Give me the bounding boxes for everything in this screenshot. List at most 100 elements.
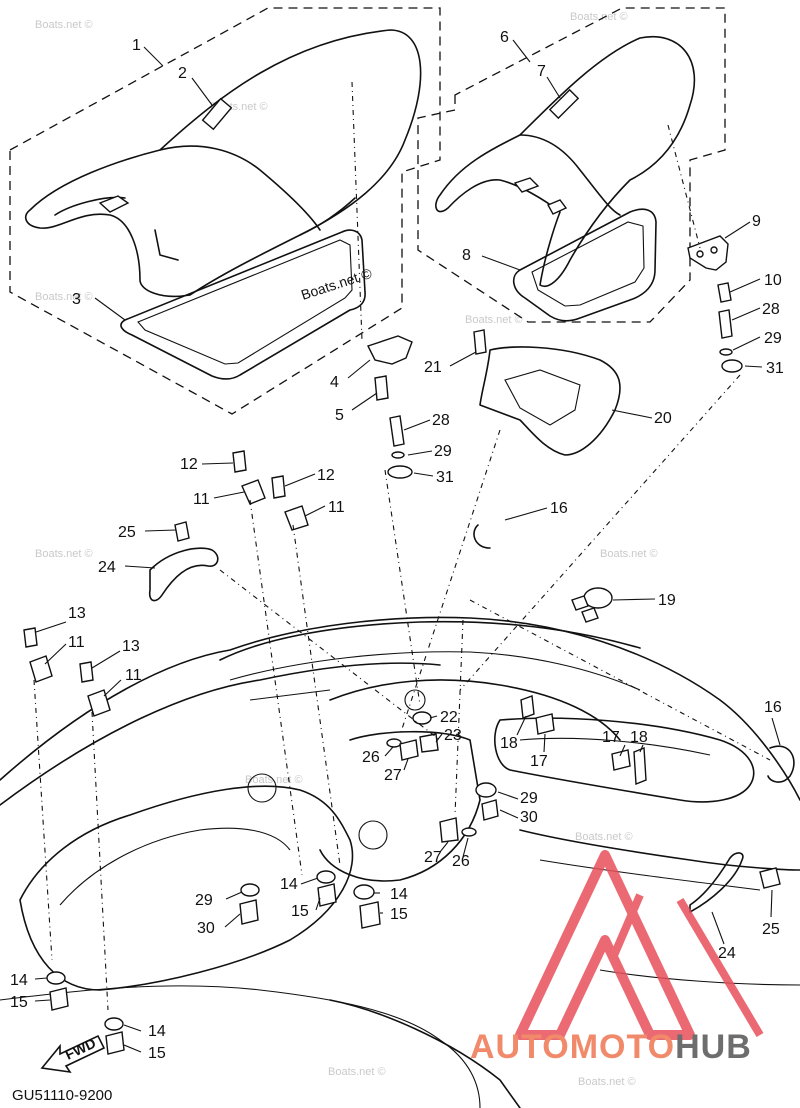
hose-16-right [767,745,795,783]
watermark: Boats.net © [600,548,658,560]
nut-17-center [535,713,555,735]
callout-14-right: 14 [390,886,408,903]
watermark: Boats.net © [35,548,93,560]
callout-4: 4 [330,374,339,391]
watermarks: Boats.net © Boats.net © Boats.net © Boat… [35,11,658,1088]
watermark: Boats.net © [570,11,628,23]
callout-16-top: 16 [550,500,568,517]
callout-12-b: 12 [317,467,335,484]
seat-frame-3 [120,229,366,380]
assembly-axis [219,569,441,741]
callout-19: 19 [658,592,676,609]
bracket-9 [687,235,729,271]
washer-14-left-a [46,971,66,985]
callout-26-upper: 26 [362,749,380,766]
washer-26-upper [386,738,402,748]
hose-16-top [473,524,491,549]
callout-3: 3 [72,291,81,308]
callout-7: 7 [537,63,546,80]
stud-28-center [389,415,405,447]
washer-29-left [240,883,260,897]
watermark: Boats.net © [575,831,633,843]
bolt-25-left [174,521,190,542]
bracket-4 [367,335,413,365]
nut-23 [419,733,439,753]
clip-11-a [241,479,266,505]
callout-18-right: 18 [630,729,648,746]
callout-26-lower: 26 [452,853,470,870]
callout-29-hull: 29 [520,790,538,807]
stud-28-right [718,309,733,339]
washer-14-center [316,870,336,884]
callout-1: 1 [132,37,141,54]
bolt-13-b [79,661,94,683]
fwd-arrow-icon: FWD [40,1035,106,1074]
callout-21: 21 [424,359,442,376]
hull-body [0,616,800,1108]
nut-15-left-a [49,987,69,1011]
automotohub-logo: AUTOMOTOHUB [470,850,764,1066]
callout-24-left: 24 [98,559,116,576]
callout-numbers: 1 2 3 4 5 6 7 8 9 10 28 29 31 20 21 28 2… [10,29,784,1062]
nut-15-right [359,901,381,929]
callout-14-left-a: 14 [10,972,28,989]
clamp-18-center [520,695,535,719]
cover-24-right [689,852,744,913]
callout-14-center: 14 [280,876,298,893]
callout-29-left: 29 [195,892,213,909]
bolt-10 [717,282,732,303]
seat-frame-8-inner [531,221,645,307]
bolt-13-a [23,627,38,648]
callout-15-left-b: 15 [148,1045,166,1062]
callout-17-center: 17 [530,753,548,770]
logo-suffix: HUB [675,1028,752,1066]
callout-2: 2 [178,65,187,82]
assembly-axis [384,469,421,706]
assembly-axis [351,81,363,341]
callout-27-upper: 27 [384,767,402,784]
triangle-logo-icon [515,850,764,1040]
callout-29-right: 29 [764,330,782,347]
callout-20: 20 [654,410,672,427]
rear-seat-6 [435,35,696,287]
washer-29-center [391,451,405,459]
logo-middle: MOTO [570,1028,675,1066]
callout-25-left: 25 [118,524,136,541]
washer-26-lower [461,827,477,837]
watermark: Boats.net © [35,19,93,31]
watermark: Boats.net © [465,314,523,326]
washer-14-left-b [104,1017,124,1031]
callout-6: 6 [500,29,509,46]
washer-29-hull [475,782,497,798]
callout-28-right: 28 [762,301,780,318]
grommet-31-right [721,359,743,373]
grommet-31-center [387,465,413,479]
callout-9: 9 [752,213,761,230]
callout-11-c: 11 [68,634,85,651]
assembly-axis [459,374,741,691]
callout-15-left-a: 15 [10,994,28,1011]
callout-22: 22 [440,709,458,726]
callout-15-center: 15 [291,903,309,920]
callout-27-lower: 27 [424,849,442,866]
seat-assembly-1-boundary [9,7,441,415]
callout-31-center: 31 [436,469,454,486]
callout-29-center: 29 [434,443,452,460]
washer-22 [412,711,432,725]
callout-10: 10 [764,272,782,289]
fitting-19 [571,587,613,623]
assembly-axis [91,711,109,1011]
watermark: Boats.net © [578,1076,636,1088]
logo-prefix: AUTO [470,1028,570,1066]
nut-27-lower [439,817,459,843]
callout-5: 5 [335,407,344,424]
clip-11-d [87,689,111,717]
nut-30-left [239,899,259,925]
nut-15-center [317,883,337,907]
callout-11-b: 11 [328,499,345,516]
callout-24-right: 24 [718,945,736,962]
bolt-12-a [232,450,247,473]
assembly-axis [33,679,53,961]
logo-text: AUTOMOTOHUB [470,1028,752,1066]
